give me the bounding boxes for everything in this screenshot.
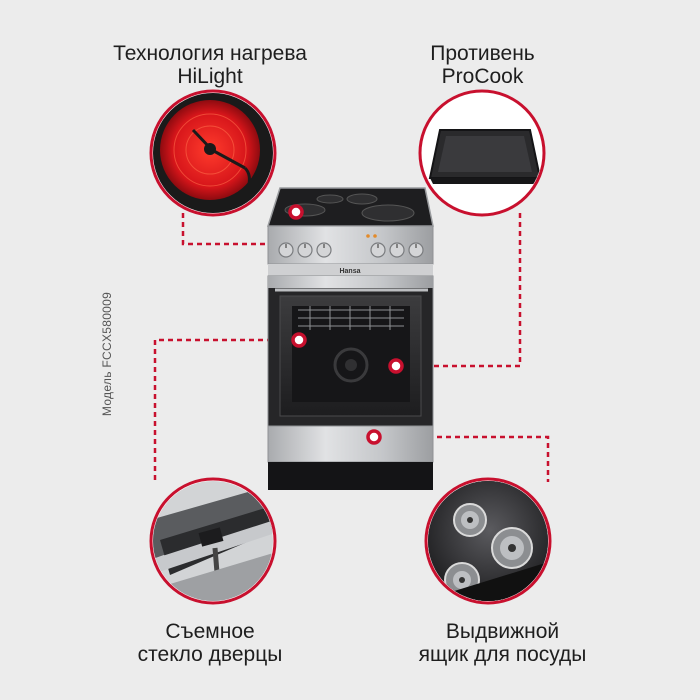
hotspot-markers <box>288 204 404 445</box>
brand-logo: Hansa <box>339 268 360 275</box>
connector-procook <box>396 213 522 368</box>
drawer-pots-image <box>428 481 548 601</box>
feature-label-procook-line2: ProCook <box>441 65 524 88</box>
feature-label-hilight-line1: Технология нагрева <box>113 42 307 65</box>
feature-label-hilight-line2: HiLight <box>177 65 243 88</box>
hotspot-drawer <box>366 429 382 445</box>
hilight-zone-image <box>153 93 273 213</box>
hotspot-glass <box>291 332 307 348</box>
feature-label-drawer-line1: Выдвижной <box>445 620 560 643</box>
feature-label-glass-line2: стекло дверцы <box>137 643 283 666</box>
feature-label-drawer: Выдвижной ящик для посуды <box>395 620 610 666</box>
feature-label-drawer-line2: ящик для посуды <box>418 643 587 666</box>
feature-label-glass: Съемное стекло дверцы <box>100 620 320 666</box>
feature-label-glass-line1: Съемное <box>165 620 255 643</box>
feature-label-procook-line1: Противень <box>430 42 535 65</box>
connector-glass <box>153 338 299 482</box>
feature-label-procook: Противень ProCook <box>395 42 570 88</box>
hotspot-procook <box>388 358 404 374</box>
cooker: Hansa <box>266 187 434 490</box>
hotspot-hilight <box>288 204 304 220</box>
feature-label-hilight: Технология нагрева HiLight <box>95 42 325 88</box>
